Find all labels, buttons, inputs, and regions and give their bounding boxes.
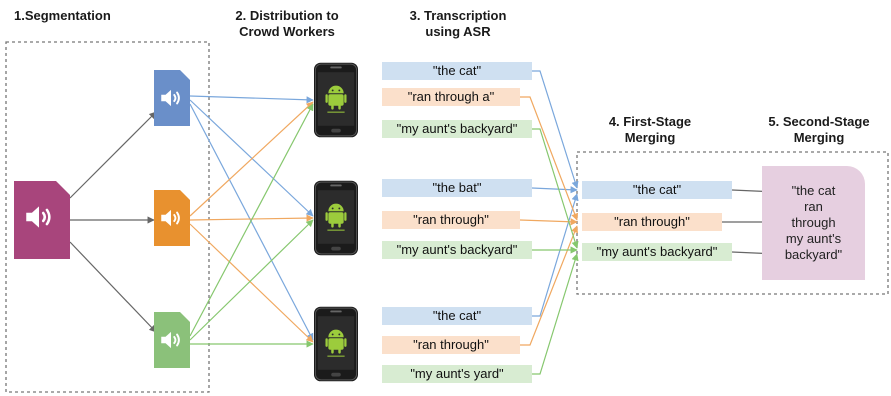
heading-distribution: 2. Distribution to Crowd Workers — [235, 8, 339, 39]
merge-arrows — [519, 70, 579, 375]
segmentation-box — [5, 41, 210, 393]
transcript-item: "the cat" — [382, 307, 532, 325]
first-stage-item: "my aunt's backyard" — [582, 243, 732, 261]
smartphone-icon — [314, 62, 358, 138]
transcript-item: "my aunt's yard" — [382, 365, 532, 383]
first-stage-item: "ran through" — [582, 213, 722, 231]
full-audio-segment — [14, 181, 70, 259]
heading-segmentation: 1.Segmentation — [14, 8, 111, 23]
transcript-item: "ran through" — [382, 211, 520, 229]
transcript-item: "ran through a" — [382, 88, 520, 106]
audio-segment-green — [154, 312, 190, 368]
transcript-item: "my aunt's backyard" — [382, 241, 532, 259]
segmentation-arrows — [69, 111, 157, 333]
audio-segment-blue — [154, 70, 190, 126]
heading-second-stage: 5. Second-Stage Merging — [768, 114, 870, 145]
transcript-item: "the cat" — [382, 62, 532, 80]
heading-first-stage: 4. First-Stage Merging — [608, 114, 692, 145]
transcript-item: "the bat" — [382, 179, 532, 197]
smartphone-icon — [314, 306, 358, 382]
audio-segment-orange — [154, 190, 190, 246]
smartphone-icon — [314, 180, 358, 256]
transcript-item: "my aunt's backyard" — [382, 120, 532, 138]
first-stage-item: "the cat" — [582, 181, 732, 199]
distribution-arrows — [189, 95, 314, 348]
transcript-item: "ran through" — [382, 336, 520, 354]
final-transcript: "the cat ran through my aunt's backyard" — [762, 166, 865, 280]
heading-transcription: 3. Transcription using ASR — [409, 8, 507, 39]
